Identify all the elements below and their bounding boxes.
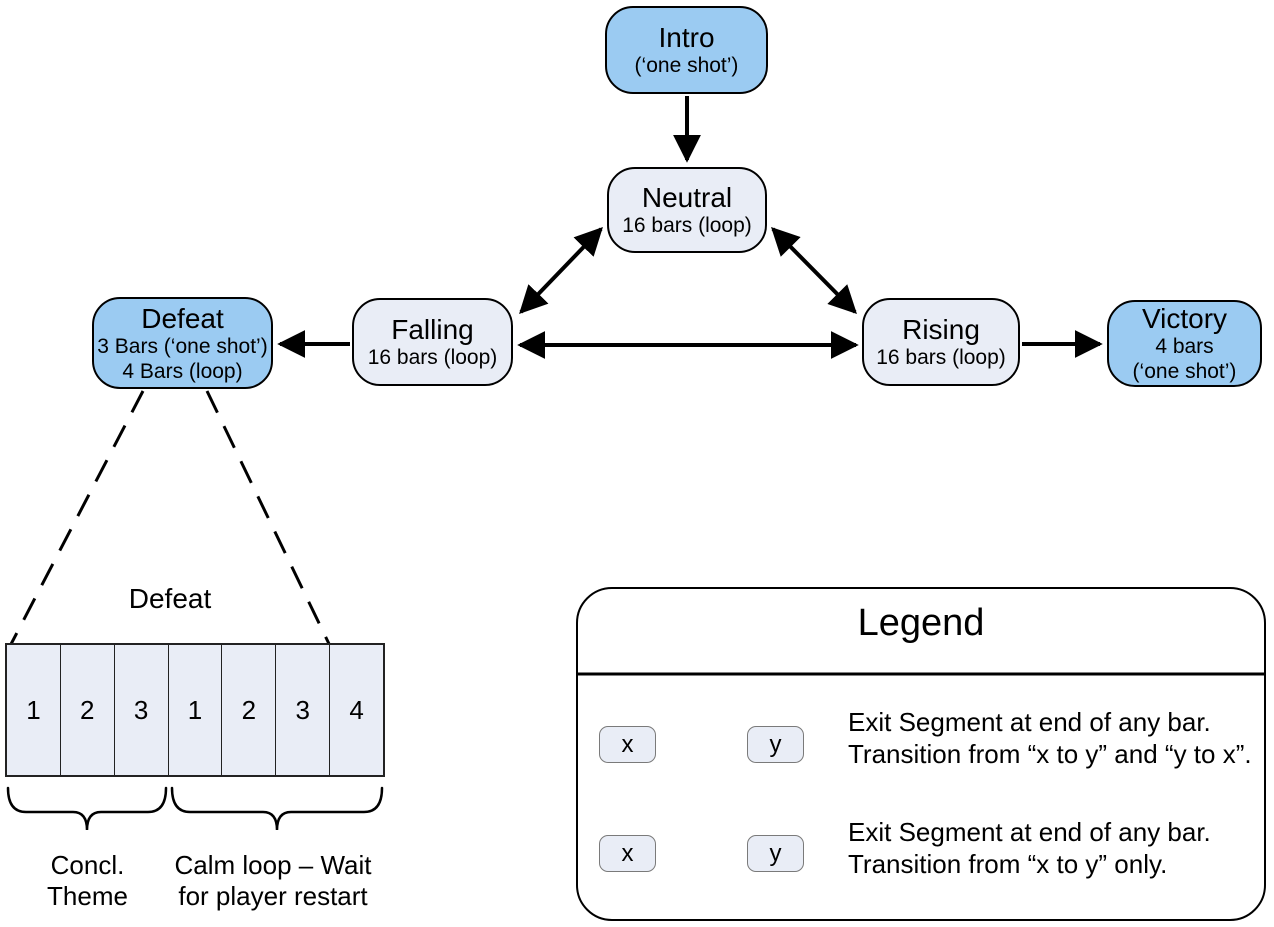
arrow-neutral-rising-double <box>771 227 857 314</box>
node-victory-subtitle-2: (‘one shot’) <box>1132 360 1237 384</box>
legend-row2-y-box: y <box>747 835 804 872</box>
defeat-detail-title: Defeat <box>128 583 212 614</box>
node-rising: Rising 16 bars (loop) <box>862 298 1020 386</box>
legend-title: Legend <box>857 602 985 644</box>
node-defeat-subtitle-2: 4 Bars (loop) <box>122 359 243 383</box>
node-falling-title: Falling <box>391 314 474 346</box>
legend-divider-layer <box>578 672 1264 676</box>
node-neutral: Neutral 16 bars (loop) <box>607 167 767 253</box>
arrow-neutral-falling-double <box>519 226 603 315</box>
node-falling-subtitle: 16 bars (loop) <box>367 346 498 370</box>
legend-row1-y-label: y <box>769 730 782 758</box>
calm-loop-label-line1: Calm loop – Wait <box>174 850 372 880</box>
legend-row2-text: Exit Segment at end of any bar. Transiti… <box>848 816 1258 880</box>
legend-row2-x-label: x <box>621 839 634 867</box>
node-intro-subtitle: (‘one shot’) <box>634 54 739 78</box>
concl-theme-label: Concl. Theme <box>10 850 165 912</box>
node-falling: Falling 16 bars (loop) <box>352 298 513 386</box>
bar-cell: 2 <box>61 645 115 775</box>
legend-box <box>576 587 1266 921</box>
legend-row2-x-box: x <box>599 835 656 872</box>
legend-row2-y-label: y <box>769 839 782 867</box>
bar-cell: 4 <box>349 694 364 725</box>
brace-calm-loop <box>170 786 384 831</box>
legend-row2-line1: Exit Segment at end of any bar. <box>848 817 1211 847</box>
node-victory-subtitle-1: 4 bars <box>1155 335 1214 359</box>
node-intro-title: Intro <box>658 22 715 54</box>
bar-cell: 1 <box>7 645 61 775</box>
bar-cell: 3 <box>276 645 331 775</box>
node-defeat-subtitle-1: 3 Bars (‘one shot’) <box>97 334 268 358</box>
concl-theme-label-line2: Theme <box>47 881 128 911</box>
defeat-bar-strip: 1 2 3 1 2 3 4 <box>5 643 385 777</box>
node-victory: Victory 4 bars (‘one shot’) <box>1107 300 1262 387</box>
legend-row2-line2: Transition from “x to y” only. <box>848 849 1168 879</box>
node-rising-title: Rising <box>902 314 980 346</box>
bar-cell: 1 <box>169 645 223 775</box>
bar-cell: 3 <box>115 645 169 775</box>
node-neutral-title: Neutral <box>641 182 733 214</box>
node-defeat-title: Defeat <box>141 302 224 334</box>
brace-concl-theme <box>6 786 168 831</box>
legend-row1-y-box: y <box>747 726 804 763</box>
legend-row1-x-box: x <box>599 726 656 763</box>
calm-loop-label: Calm loop – Wait for player restart <box>147 850 399 912</box>
legend-row1-line2: Transition from “x to y” and “y to x”. <box>848 739 1252 769</box>
calm-loop-label-line2: for player restart <box>178 881 368 911</box>
legend-row1-text: Exit Segment at end of any bar. Transiti… <box>848 706 1258 770</box>
legend-row1-x-label: x <box>621 730 634 758</box>
concl-theme-label-line1: Concl. <box>50 850 125 880</box>
node-intro: Intro (‘one shot’) <box>605 6 768 94</box>
node-rising-subtitle: 16 bars (loop) <box>876 346 1006 370</box>
bar-cell: 2 <box>222 645 277 775</box>
node-neutral-subtitle: 16 bars (loop) <box>622 214 752 238</box>
legend-row1-line1: Exit Segment at end of any bar. <box>848 707 1211 737</box>
node-victory-title: Victory <box>1141 303 1228 335</box>
node-defeat: Defeat 3 Bars (‘one shot’) 4 Bars (loop) <box>92 297 273 389</box>
